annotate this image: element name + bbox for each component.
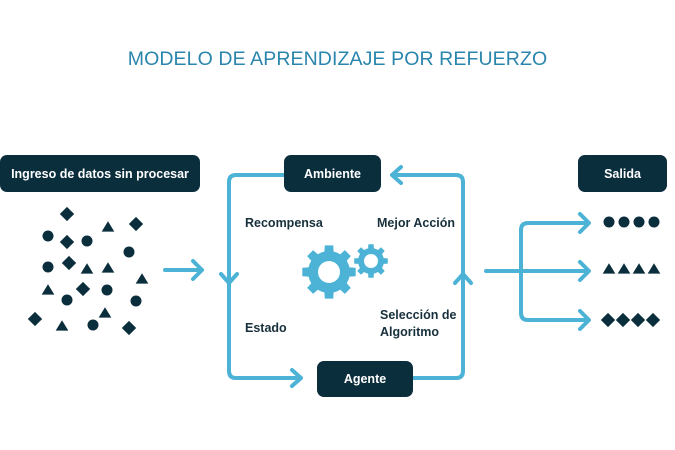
output-circle-shape [648, 216, 660, 228]
output-diamond-shape [645, 312, 661, 328]
input-diamond-shape [75, 281, 91, 297]
output-triangle-shape [632, 263, 646, 274]
output-branch-path [484, 221, 590, 322]
output-diamond-shape [630, 312, 646, 328]
to-environment-arrow-icon [390, 165, 403, 185]
cycle-right-path [391, 173, 465, 380]
input-triangle-shape [101, 221, 115, 232]
small-gear-icon [354, 244, 388, 278]
input-circle-shape [42, 230, 54, 242]
environment-node: Ambiente [284, 155, 381, 192]
output-arrow-mid-icon [578, 260, 591, 282]
output-circle-shape [603, 216, 615, 228]
output-triangle-shape [617, 263, 631, 274]
input-triangle-shape [80, 263, 94, 274]
input-arrow [163, 259, 204, 281]
input-node: Ingreso de datos sin procesar [0, 155, 200, 192]
input-circle-shape [42, 261, 54, 273]
input-circle-shape [87, 319, 99, 331]
input-circle-shape [81, 235, 93, 247]
algorithm-selection-label: Selección de Algoritmo [380, 308, 457, 339]
output-circle-shape [633, 216, 645, 228]
output-node-label: Salida [604, 166, 641, 181]
output-diamond-shape [615, 312, 631, 328]
input-data-shapes [27, 206, 149, 336]
state-label: Estado [245, 321, 287, 335]
diagram-title: MODELO DE APRENDIZAJE POR REFUERZO [127, 48, 548, 70]
input-triangle-shape [135, 273, 149, 284]
input-diamond-shape [121, 320, 137, 336]
input-diamond-shape [128, 216, 144, 232]
input-diamond-shape [61, 255, 77, 271]
input-diamond-shape [27, 311, 43, 327]
output-diamond-shape [600, 312, 616, 328]
input-node-label: Ingreso de datos sin procesar [11, 166, 189, 181]
input-triangle-shape [101, 262, 115, 273]
output-triangle-shape [602, 263, 616, 274]
input-triangle-shape [41, 284, 55, 295]
environment-node-label: Ambiente [304, 166, 361, 181]
input-circle-shape [101, 284, 113, 296]
agent-node-label: Agente [343, 372, 387, 386]
to-agent-arrow-icon [290, 368, 303, 388]
input-circle-shape [130, 295, 142, 307]
cycle-left-path [227, 173, 302, 380]
best-action-label: Mejor Acción [377, 216, 456, 230]
action-up-arrow-icon [453, 272, 473, 285]
output-arrow-bottom-icon [578, 309, 591, 331]
reward-label: Recompensa [245, 216, 323, 230]
input-triangle-shape [98, 307, 112, 318]
state-down-arrow-icon [219, 272, 239, 285]
agent-node: Agente [317, 361, 413, 397]
input-triangle-shape [55, 320, 69, 331]
output-triangle-shape [647, 263, 661, 274]
output-arrow-top-icon [578, 212, 591, 234]
input-circle-shape [123, 246, 135, 258]
output-circle-shape [618, 216, 630, 228]
input-diamond-shape [59, 206, 75, 222]
gears-icon [302, 244, 388, 299]
input-diamond-shape [59, 234, 75, 250]
large-gear-icon [302, 245, 356, 299]
output-data-shapes [600, 216, 661, 328]
input-circle-shape [61, 294, 73, 306]
output-node: Salida [578, 155, 667, 192]
